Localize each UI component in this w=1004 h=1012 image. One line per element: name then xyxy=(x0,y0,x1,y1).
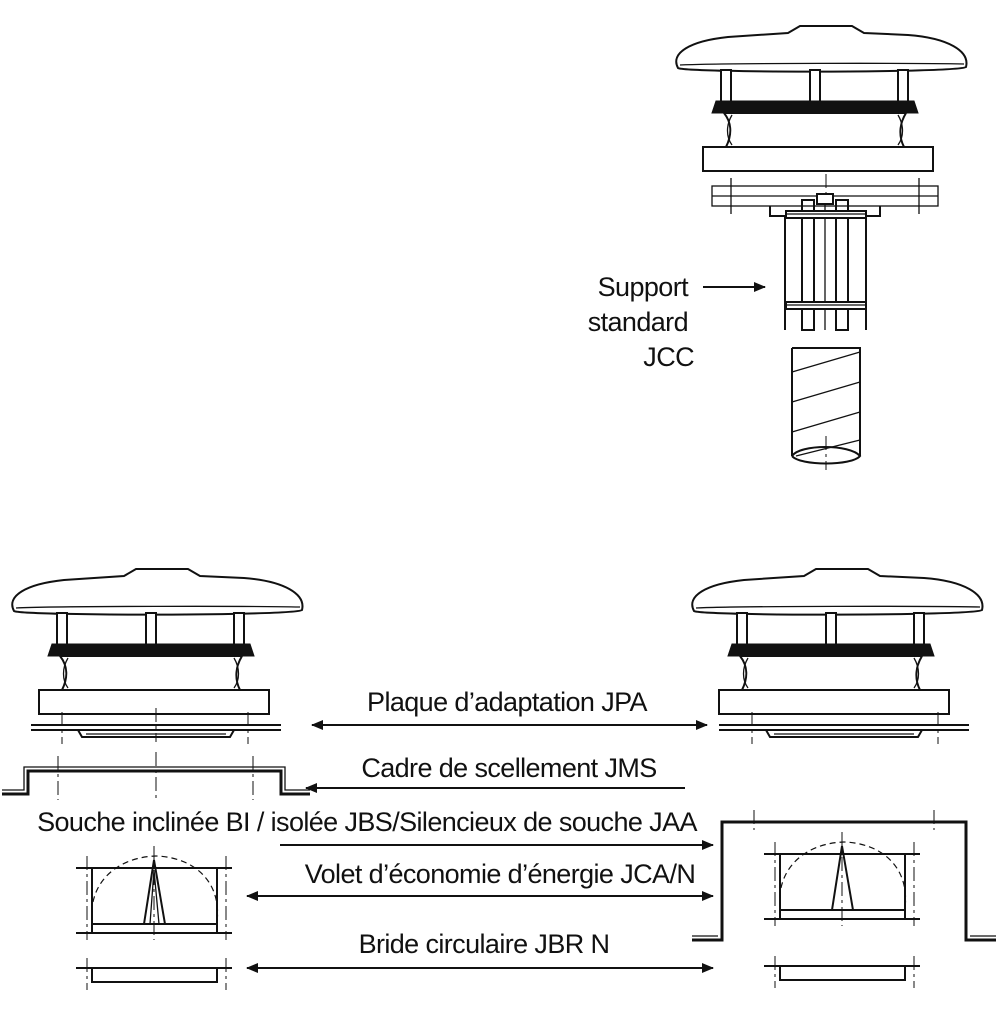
plate-jpa-left xyxy=(30,708,282,744)
damper-jca-left xyxy=(76,846,232,940)
label-volet-jca: Volet d’économie d’énergie JCA/N xyxy=(305,859,696,889)
roof-curb-right xyxy=(692,810,996,942)
label-cadre-jms: Cadre de scellement JMS xyxy=(361,753,656,783)
fan-unit-right xyxy=(691,568,984,715)
fan-unit-left xyxy=(11,568,304,715)
label-bride-jbr: Bride circulaire JBR N xyxy=(359,929,610,959)
fan-unit-top xyxy=(675,25,968,172)
support-label-line3: JCC xyxy=(643,342,694,372)
flange-jbr-left xyxy=(76,958,232,990)
support-label-line1: Support xyxy=(598,272,689,302)
label-plaque-jpa: Plaque d’adaptation JPA xyxy=(367,687,648,717)
duct-drawing xyxy=(791,347,862,470)
sealing-frame-jms-left xyxy=(2,752,310,800)
flange-jbr-right xyxy=(764,956,920,988)
support-label-line2: standard xyxy=(588,307,688,337)
plate-jpa-right xyxy=(718,712,970,744)
support-jcc-drawing xyxy=(711,174,939,331)
label-souche: Souche inclinée BI / isolée JBS/Silencie… xyxy=(37,807,697,837)
